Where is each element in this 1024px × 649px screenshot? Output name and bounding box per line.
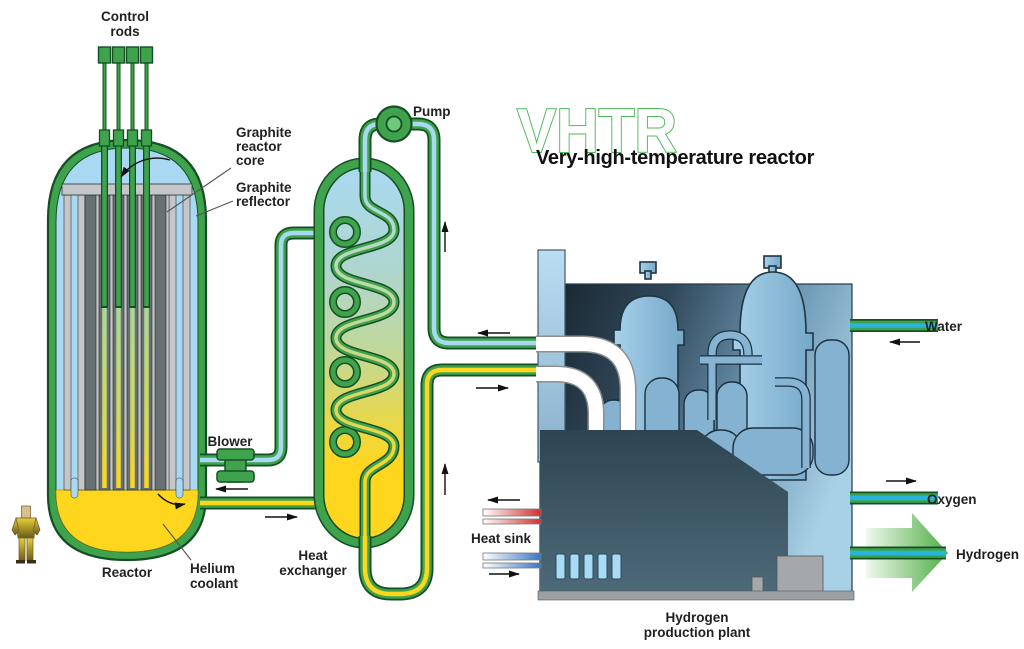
secondary-loop-pipes bbox=[358, 105, 541, 601]
control-rod-drives bbox=[97, 46, 154, 140]
graphite-reflector-label-1: Graphite bbox=[236, 180, 292, 195]
plant-label-1: Hydrogen bbox=[665, 610, 728, 625]
graphite-reflector-label-2: reflector bbox=[236, 194, 291, 209]
pump bbox=[375, 105, 413, 143]
core-leader-line bbox=[166, 167, 232, 213]
rod-coupling bbox=[98, 129, 111, 147]
heat-exchanger-label-2: exchanger bbox=[279, 563, 347, 578]
rod-coupling bbox=[112, 129, 125, 147]
water-label: Water bbox=[925, 319, 963, 334]
dome-flow-arrow bbox=[120, 157, 171, 178]
graphite-core-label-2: reactor bbox=[236, 139, 283, 154]
blower-label: Blower bbox=[207, 434, 253, 449]
heat-sink-label: Heat sink bbox=[471, 531, 532, 546]
graphite-core bbox=[61, 183, 193, 499]
graphite-core-label-3: core bbox=[236, 153, 265, 168]
heat-sink-hot-pipe bbox=[482, 508, 542, 517]
rod-coupling bbox=[126, 129, 139, 147]
heat-sink-cold-pipe bbox=[482, 552, 542, 561]
plant-stub bbox=[751, 576, 764, 593]
blower bbox=[216, 448, 255, 483]
pump-label: Pump bbox=[413, 104, 451, 119]
figure-torso bbox=[15, 517, 37, 539]
hydrogen-label: Hydrogen bbox=[956, 547, 1019, 562]
rod-head bbox=[125, 46, 140, 64]
io-pipes bbox=[850, 319, 948, 592]
plant-label-2: production plant bbox=[644, 625, 751, 640]
coolant-channel bbox=[70, 477, 79, 499]
title-full: Very-high-temperature reactor bbox=[536, 147, 815, 169]
serpentine-coil bbox=[330, 172, 400, 540]
helium-coolant-label-2: coolant bbox=[190, 576, 239, 591]
rod-head bbox=[139, 46, 154, 64]
figure-head bbox=[21, 505, 31, 519]
plant-vents bbox=[555, 553, 622, 580]
helium-leader-line bbox=[162, 523, 192, 561]
reflector-leader-line bbox=[195, 200, 234, 217]
control-rods-label-1: Control bbox=[101, 9, 149, 24]
title-acronym: VHTR bbox=[517, 97, 677, 166]
coil-rings bbox=[329, 216, 361, 458]
flow-arrows bbox=[215, 221, 920, 578]
heat-exchanger-label-1: Heat bbox=[298, 548, 328, 563]
reactor-unit bbox=[46, 46, 208, 562]
reactor-label: Reactor bbox=[102, 565, 153, 580]
rod-head bbox=[97, 46, 112, 64]
primary-loop-pipes bbox=[200, 226, 325, 510]
plant-base bbox=[537, 590, 855, 601]
graphite-core-label-1: Graphite bbox=[236, 125, 292, 140]
plant-white-pipes bbox=[536, 335, 637, 545]
heat-sink-pipes bbox=[482, 508, 542, 569]
plant-chimney bbox=[776, 555, 824, 593]
rod-coupling bbox=[140, 129, 153, 147]
rod-head bbox=[111, 46, 126, 64]
control-rods-label-2: rods bbox=[110, 24, 139, 39]
oxygen-label: Oxygen bbox=[927, 492, 977, 507]
reflector-top-bar bbox=[61, 183, 193, 196]
coolant-channel bbox=[175, 477, 184, 499]
control-rods-inserted bbox=[98, 129, 153, 488]
helium-coolant-label-1: Helium bbox=[190, 561, 235, 576]
leader-lines bbox=[162, 167, 234, 561]
hydrogen-plant bbox=[536, 249, 855, 601]
plant-front-wall bbox=[540, 430, 788, 592]
helium-plenum bbox=[55, 489, 199, 553]
labels: VHTR Very-high-temperature reactor Contr… bbox=[101, 9, 1019, 640]
plenum-flow-arrow bbox=[157, 493, 186, 510]
heat-exchanger-unit bbox=[313, 157, 415, 549]
scale-figure bbox=[11, 505, 41, 564]
